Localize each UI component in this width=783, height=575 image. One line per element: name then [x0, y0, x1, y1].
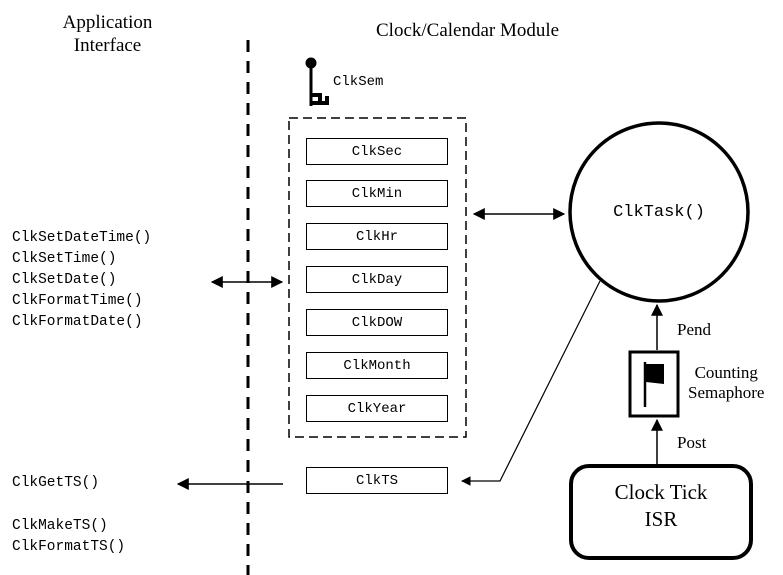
semaphore-box	[628, 350, 680, 418]
register-clkyear: ClkYear	[306, 395, 448, 422]
register-clkmin: ClkMin	[306, 180, 448, 207]
task-to-ts-arrow	[461, 280, 601, 486]
app-interface-line1: Application	[62, 12, 153, 33]
register-group-box	[288, 117, 467, 438]
task-label: ClkTask()	[613, 203, 705, 222]
pend-label: Pend	[677, 320, 711, 339]
register-clkts: ClkTS	[306, 467, 448, 494]
register-clkmonth: ClkMonth	[306, 352, 448, 379]
isr-label-line1: Clock Tick	[614, 480, 708, 504]
api-function-makets: ClkMakeTS()	[12, 518, 108, 534]
semaphore-label: Counting Semaphore	[688, 363, 764, 403]
register-clksec: ClkSec	[306, 138, 448, 165]
isr-label-line2: ISR	[644, 507, 678, 531]
semaphore-label-line1: Counting	[694, 363, 758, 382]
api-function-getts: ClkGetTS()	[12, 475, 100, 491]
isr-box	[569, 464, 753, 560]
api-function-formatts: ClkFormatTS()	[12, 539, 126, 555]
api-set-functions: ClkSetDateTime() ClkSetTime() ClkSetDate…	[12, 228, 151, 333]
module-title: Clock/Calendar Module	[376, 20, 560, 41]
app-interface-header: Application Interface	[50, 11, 165, 57]
isr-label: Clock Tick ISR	[571, 479, 751, 533]
register-clkdow: ClkDOW	[306, 309, 448, 336]
task-circle	[568, 121, 750, 303]
app-interface-line2: Interface	[73, 35, 142, 56]
api-function-formattime: ClkFormatTime()	[12, 293, 143, 309]
api-function-formatdate: ClkFormatDate()	[12, 314, 143, 330]
key-icon	[305, 57, 329, 106]
flag-icon	[643, 362, 664, 407]
post-label: Post	[677, 433, 707, 452]
api-ts-functions: ClkMakeTS() ClkFormatTS()	[12, 516, 125, 558]
api-function-setdatetime: ClkSetDateTime()	[12, 230, 152, 246]
register-clkhr: ClkHr	[306, 223, 448, 250]
api-function-settime: ClkSetTime()	[12, 251, 117, 267]
register-clkday: ClkDay	[306, 266, 448, 293]
api-function-setdate: ClkSetDate()	[12, 272, 117, 288]
semaphore-label-line2: Semaphore	[688, 383, 765, 402]
semaphore-key-label: ClkSem	[333, 74, 384, 90]
